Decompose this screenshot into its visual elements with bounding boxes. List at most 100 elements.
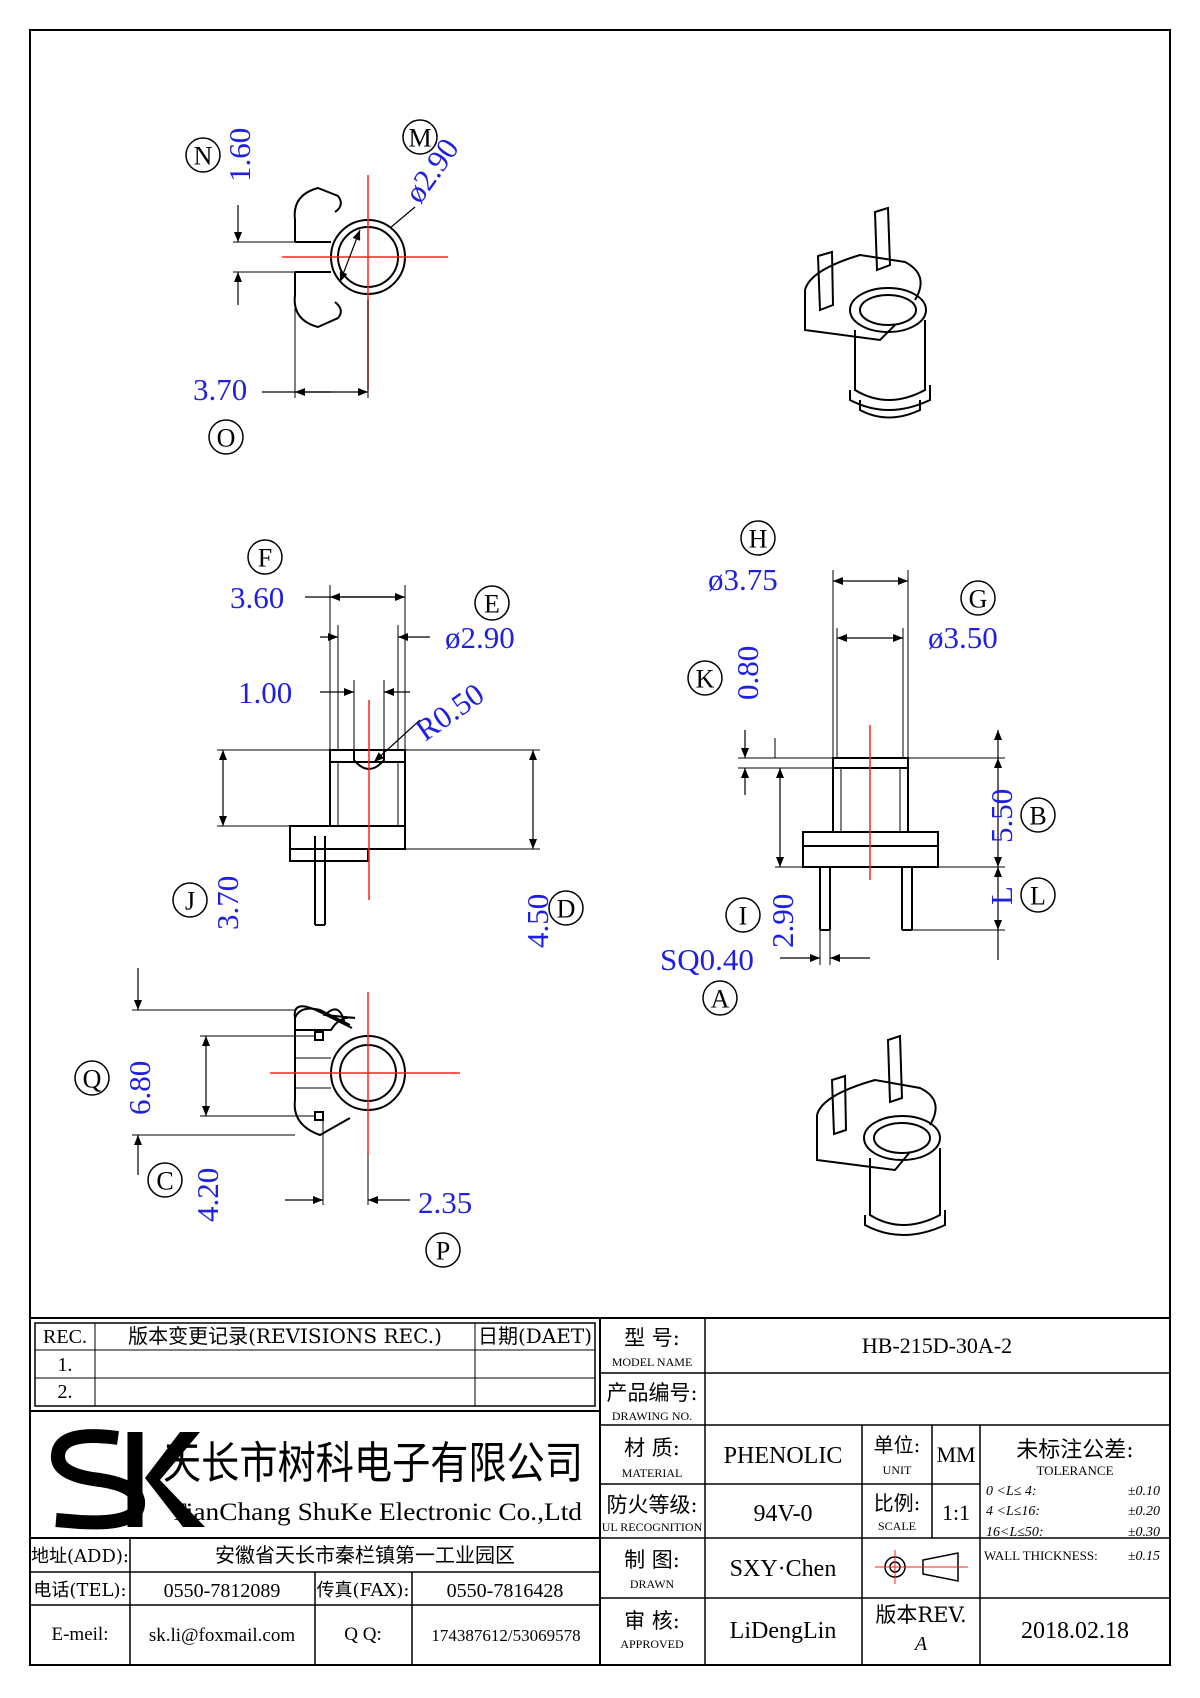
tel: 0550-7812089 <box>164 1580 281 1602</box>
wall-label: WALL THICKNESS: <box>984 1548 1098 1563</box>
ul: 94V-0 <box>753 1501 812 1527</box>
dim-l: L <box>984 886 1019 905</box>
bottom-view <box>132 968 460 1205</box>
label-c: C <box>156 1167 173 1196</box>
rev-row-1: 1. <box>58 1354 73 1376</box>
tol-value-3: ±0.30 <box>1128 1525 1160 1540</box>
material-label-cn: 材 质: <box>624 1436 680 1460</box>
dim-k: 0.80 <box>730 646 765 700</box>
drawing-label-cn: 产品编号: <box>606 1381 697 1405</box>
qq: 174387612/53069578 <box>431 1626 580 1645</box>
rev-label: 版本REV. <box>875 1603 966 1627</box>
approved-label-cn: 审 核: <box>624 1609 680 1633</box>
company-name-cn: 天长市树科电子有限公司 <box>163 1438 583 1489</box>
reference-labels <box>74 119 1056 1268</box>
label-d: D <box>557 895 576 924</box>
scale: 1:1 <box>942 1500 970 1525</box>
dim-p: 2.35 <box>418 1185 472 1220</box>
label-j: J <box>185 887 195 916</box>
rev-header: REC. <box>43 1326 87 1348</box>
rev-row-2: 2. <box>58 1381 73 1403</box>
email: sk.li@foxmail.com <box>149 1625 295 1646</box>
right-view <box>738 570 1005 965</box>
label-f: F <box>258 544 272 573</box>
tol-range-2: 4 <L≤16: <box>986 1504 1040 1519</box>
material-label-en: MATERIAL <box>622 1466 683 1480</box>
dim-f: 3.60 <box>230 580 284 615</box>
iso-view-top <box>804 206 931 419</box>
label-q: Q <box>83 1065 102 1094</box>
ul-label-cn: 防火等级: <box>606 1493 697 1517</box>
fax: 0550-7816428 <box>447 1580 564 1602</box>
unit-label-cn: 单位: <box>874 1433 921 1457</box>
company-logo <box>51 1429 205 1530</box>
side-view <box>217 585 540 926</box>
projection-symbol <box>875 1550 968 1584</box>
dim-h: ø3.75 <box>708 562 778 597</box>
label-o: O <box>217 424 236 453</box>
dim-e: ø2.90 <box>445 620 515 655</box>
tol-value-1: ±0.10 <box>1128 1484 1160 1499</box>
dim-j: 3.70 <box>210 876 245 930</box>
qq-label: Q Q: <box>344 1624 381 1645</box>
dim-q: 6.80 <box>122 1061 157 1115</box>
tol-value-2: ±0.20 <box>1128 1504 1160 1519</box>
scale-label-cn: 比例: <box>874 1491 921 1515</box>
tol-range-1: 0 <L≤ 4: <box>986 1484 1037 1499</box>
dim-i: 2.90 <box>765 894 800 948</box>
tol-range-3: 16<L≤50: <box>986 1525 1044 1540</box>
side-view-flange <box>289 825 406 850</box>
iso-view-bottom <box>816 1034 946 1236</box>
label-m: M <box>408 124 431 153</box>
model: HB-215D-30A-2 <box>862 1333 1012 1358</box>
tolerance-cn: 未标注公差: <box>1016 1438 1133 1463</box>
address-label: 地址(ADD): <box>31 1546 129 1567</box>
date-value: 2018.02.18 <box>1021 1618 1129 1644</box>
top-view <box>233 175 448 398</box>
company-name-en: TianChang ShuKe Electronic Co.,Ltd <box>170 1499 583 1526</box>
label-b: B <box>1029 802 1046 831</box>
dim-o: 3.70 <box>193 372 247 407</box>
label-g: G <box>969 585 988 614</box>
drawn: SXY·Chen <box>730 1556 837 1582</box>
dim-a: SQ0.40 <box>660 942 754 977</box>
rev-title: 版本变更记录(REVISIONS REC.) <box>128 1324 442 1348</box>
approved: LiDengLin <box>730 1618 837 1644</box>
rev-value: A <box>913 1633 928 1655</box>
dim-b: 5.50 <box>984 789 1019 843</box>
wall-value: ±0.15 <box>1128 1549 1160 1564</box>
dim-one: 1.00 <box>238 675 292 710</box>
drawn-label-en: DRAWN <box>630 1577 675 1591</box>
label-h: H <box>749 525 768 554</box>
material: PHENOLIC <box>724 1443 843 1469</box>
label-e: E <box>484 590 500 619</box>
model-label-en: MODEL NAME <box>612 1355 693 1369</box>
dim-r: R0.50 <box>409 676 490 748</box>
tolerance-en: TOLERANCE <box>1036 1463 1113 1478</box>
label-i: I <box>739 902 748 931</box>
dim-c: 4.20 <box>190 1168 225 1222</box>
dim-n: 1.60 <box>222 128 257 182</box>
label-n: N <box>194 142 213 171</box>
tel-label: 电话(TEL): <box>33 1580 126 1601</box>
drawn-label-cn: 制 图: <box>624 1548 680 1572</box>
label-k: K <box>696 665 715 694</box>
title-block <box>30 1317 1170 1665</box>
dim-g: ø3.50 <box>928 620 998 655</box>
top-view-outline <box>293 186 342 242</box>
unit-label-en: UNIT <box>883 1463 912 1477</box>
unit: MM <box>936 1442 975 1467</box>
model-label-cn: 型 号: <box>624 1326 680 1350</box>
address: 安徽省天长市秦栏镇第一工业园区 <box>215 1543 515 1567</box>
scale-label-en: SCALE <box>878 1519 916 1533</box>
bottom-view-outline <box>294 1008 356 1031</box>
approved-label-en: APPROVED <box>620 1637 684 1651</box>
ul-label-en: UL RECOGNITION <box>602 1520 703 1534</box>
date-header: 日期(DAET) <box>478 1324 592 1348</box>
drawing-label-en: DRAWING NO. <box>612 1409 692 1423</box>
label-a: A <box>711 985 730 1014</box>
label-l: L <box>1030 882 1046 911</box>
label-p: P <box>436 1237 450 1266</box>
fax-label: 传真(FAX): <box>317 1580 410 1601</box>
